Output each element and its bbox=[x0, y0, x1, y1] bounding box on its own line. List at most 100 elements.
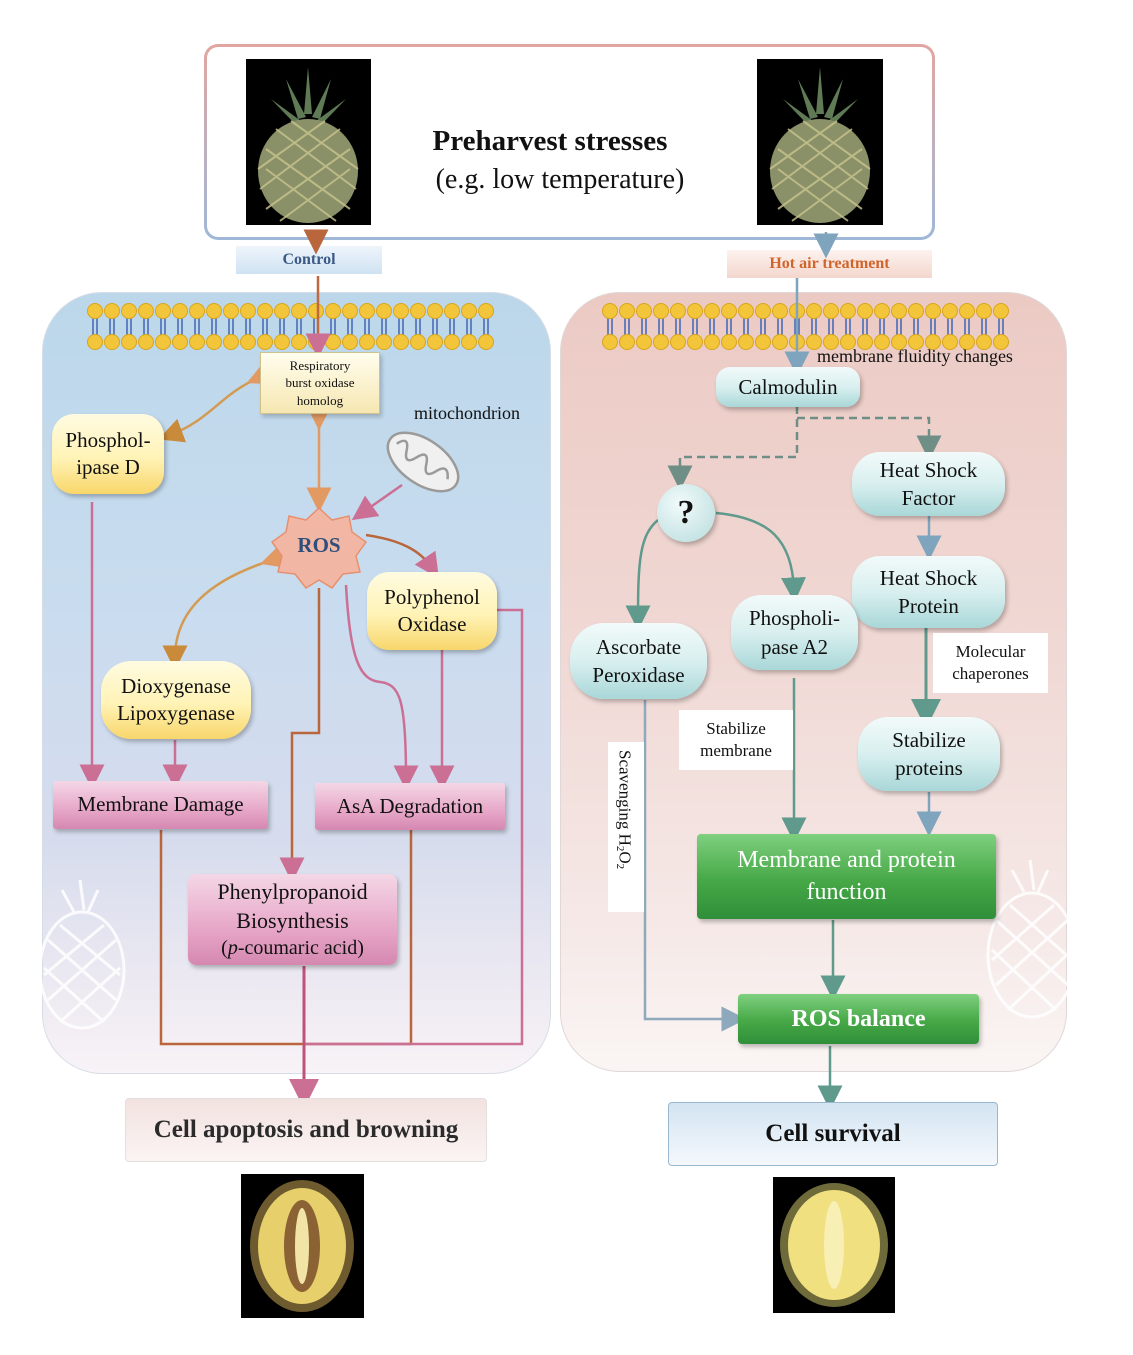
lipid-head bbox=[342, 334, 358, 350]
lipid-tail bbox=[794, 317, 800, 336]
lipid-tail bbox=[432, 317, 438, 336]
membrane-damage-node: Membrane Damage bbox=[53, 781, 268, 829]
stabilize-proteins-line-2: proteins bbox=[895, 756, 963, 780]
ppo-line-2: Oxidase bbox=[397, 612, 467, 636]
stabilize-membrane-label: Stabilize membrane bbox=[679, 710, 793, 770]
lipid-head bbox=[393, 303, 409, 319]
stress-title: Preharvest stresses bbox=[432, 125, 668, 157]
stabilize-proteins-line-1: Stabilize bbox=[892, 727, 966, 752]
lipid-tail bbox=[998, 317, 1004, 336]
lipid-tail bbox=[862, 317, 868, 336]
lipid-tail bbox=[296, 317, 302, 336]
lipid-head bbox=[121, 303, 137, 319]
healthy-pineapple-slice-photo bbox=[773, 1177, 895, 1313]
lipid-tail bbox=[845, 317, 851, 336]
lipid-tail bbox=[641, 317, 647, 336]
dioxygenase-line-1: Dioxygenase bbox=[121, 673, 231, 698]
lipid-head bbox=[308, 303, 324, 319]
molecular-chaperones-label: Molecular chaperones bbox=[933, 633, 1048, 693]
lipid-tail bbox=[709, 317, 715, 336]
ascorbate-peroxidase-node: Ascorbate Peroxidase bbox=[570, 623, 707, 699]
lipid-head bbox=[104, 334, 120, 350]
lipid-tail bbox=[658, 317, 664, 336]
lipid-head bbox=[155, 303, 171, 319]
lipid-head bbox=[342, 303, 358, 319]
unknown-mediator-node: ? bbox=[657, 484, 715, 542]
hsp-line-1: Heat Shock bbox=[879, 565, 978, 590]
ros-label: ROS bbox=[297, 533, 341, 557]
lipid-head bbox=[823, 303, 839, 319]
lipid-head bbox=[687, 303, 703, 319]
lipid-tail bbox=[692, 317, 698, 336]
lipid-tail bbox=[347, 317, 353, 336]
heat-shock-factor-node: Heat Shock Factor bbox=[852, 452, 1005, 516]
lipid-head bbox=[704, 303, 720, 319]
lipid-tail bbox=[449, 317, 455, 336]
lipid-head bbox=[653, 303, 669, 319]
lipid-head bbox=[359, 303, 375, 319]
pineapple-photo-left bbox=[246, 59, 371, 225]
mpf-line-1: Membrane and protein bbox=[737, 847, 956, 874]
lipid-head bbox=[602, 303, 618, 319]
scavenging-label-box: Scavenging H2O2 bbox=[608, 742, 644, 912]
lipid-head bbox=[376, 334, 392, 350]
lipid-tail bbox=[126, 317, 132, 336]
lipid-head bbox=[619, 303, 635, 319]
lipid-tail bbox=[624, 317, 630, 336]
lipid-head bbox=[653, 334, 669, 350]
lipid-head bbox=[636, 334, 652, 350]
heat-shock-protein-node: Heat Shock Protein bbox=[852, 556, 1005, 628]
lipid-head bbox=[206, 303, 222, 319]
lipid-tail bbox=[607, 317, 613, 336]
lipid-head bbox=[755, 303, 771, 319]
pla2-line-1: Phospholi- bbox=[748, 606, 840, 631]
lipid-head bbox=[908, 303, 924, 319]
pineapple-outline-left-icon bbox=[38, 879, 126, 1030]
pla2-line-2: pase A2 bbox=[760, 634, 829, 659]
lipid-tail bbox=[913, 317, 919, 336]
phenyl-line-2: Biosynthesis bbox=[236, 907, 349, 933]
lipid-tail bbox=[743, 317, 749, 336]
membrane-fluidity-label: membrane fluidity changes bbox=[817, 346, 1013, 366]
lipid-head bbox=[359, 334, 375, 350]
rboh-line-3: homolog bbox=[296, 392, 344, 408]
lipid-head bbox=[87, 334, 103, 350]
lipid-tail bbox=[194, 317, 200, 336]
lipid-tail bbox=[811, 317, 817, 336]
lipid-head bbox=[806, 334, 822, 350]
lipid-head bbox=[619, 334, 635, 350]
lipid-tail bbox=[143, 317, 149, 336]
lipid-head bbox=[857, 303, 873, 319]
pld-line-2: ipase D bbox=[76, 455, 140, 479]
phenyl-line-1: Phenylpropanoid bbox=[217, 878, 368, 904]
browned-pineapple-slice-photo bbox=[241, 1174, 364, 1318]
lipid-head bbox=[155, 334, 171, 350]
lipid-head bbox=[993, 303, 1009, 319]
lipid-head bbox=[874, 334, 890, 350]
lipid-head bbox=[840, 303, 856, 319]
hsf-line-1: Heat Shock bbox=[879, 457, 978, 482]
lipid-head bbox=[240, 303, 256, 319]
lipid-head bbox=[687, 334, 703, 350]
lipid-tail bbox=[330, 317, 336, 336]
lipid-head bbox=[393, 334, 409, 350]
lipid-head bbox=[189, 303, 205, 319]
lipid-head bbox=[223, 334, 239, 350]
lipid-head bbox=[738, 303, 754, 319]
lipid-head bbox=[121, 334, 137, 350]
lipid-tail bbox=[777, 317, 783, 336]
lipid-head bbox=[823, 334, 839, 350]
lipid-head bbox=[427, 334, 443, 350]
pineapple-slice-browned-icon bbox=[250, 1180, 354, 1312]
coumaric-acid-label: (p-coumaric acid) bbox=[221, 937, 364, 960]
lipid-head bbox=[325, 303, 341, 319]
lipid-head bbox=[291, 303, 307, 319]
lipid-head bbox=[840, 334, 856, 350]
lipid-head bbox=[206, 334, 222, 350]
rboh-line-2: burst oxidase bbox=[285, 375, 355, 391]
lipid-head bbox=[891, 334, 907, 350]
